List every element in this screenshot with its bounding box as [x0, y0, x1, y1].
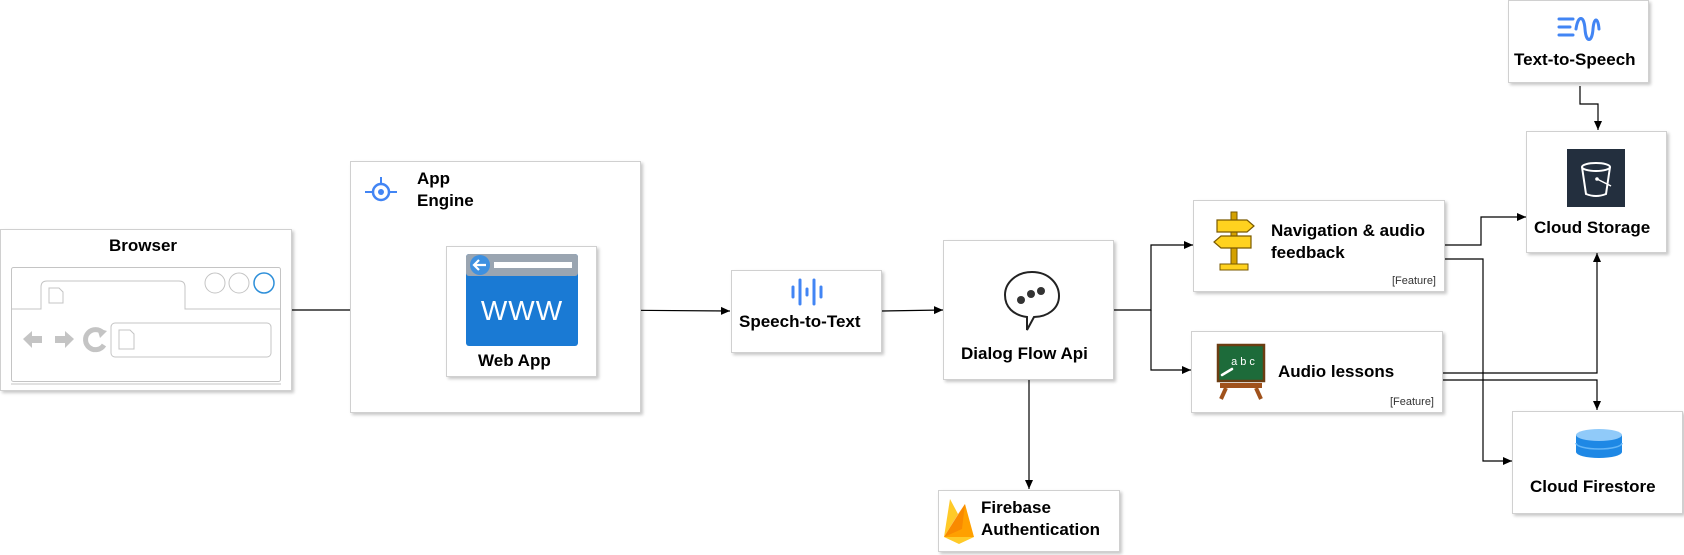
- signpost-icon: [1213, 211, 1255, 271]
- edge-tts-storage: [1579, 86, 1602, 130]
- edge-stt-dialogflow: [881, 306, 944, 315]
- firebase-label-1: Firebase: [981, 498, 1051, 517]
- firebase-icon: [944, 499, 974, 544]
- cloud-storage-label: Cloud Storage: [1534, 218, 1651, 237]
- text-to-speech-node[interactable]: Text-to-Speech: [1508, 0, 1649, 83]
- cloud-storage-node[interactable]: Cloud Storage: [1526, 131, 1667, 253]
- audio-lessons-label: Audio lessons: [1278, 362, 1395, 381]
- web-app-node[interactable]: WWW Web App: [446, 246, 597, 377]
- navigation-feature-tag: [Feature]: [1391, 275, 1436, 287]
- storage-bucket-icon: [1567, 149, 1625, 207]
- app-engine-label-2: Engine: [417, 191, 474, 210]
- app-engine-label-1: App: [417, 169, 451, 188]
- browser-window-icon: [11, 267, 281, 385]
- audio-lessons-feature-tag: [Feature]: [1389, 396, 1434, 408]
- navigation-label-1: Navigation & audio: [1271, 221, 1425, 240]
- speech-waveform-icon: [791, 278, 823, 306]
- audio-lessons-node[interactable]: a b c Audio lessons [Feature]: [1191, 331, 1443, 413]
- navigation-label-2: feedback: [1271, 243, 1345, 262]
- edge-nav-storage: [1445, 213, 1526, 246]
- browser-node[interactable]: Browser: [0, 229, 292, 391]
- edge-dialogflow-nav: [1114, 241, 1193, 311]
- chalkboard-text: a b c: [1231, 356, 1255, 368]
- speech-to-text-label: Speech-to-Text: [739, 312, 861, 331]
- app-engine-icon: [365, 177, 397, 202]
- edge-lessons-storage: [1443, 253, 1601, 374]
- browser-label: Browser: [109, 236, 178, 255]
- cloud-firestore-label: Cloud Firestore: [1530, 477, 1656, 496]
- speech-to-text-node[interactable]: Speech-to-Text: [731, 270, 882, 353]
- text-to-speech-icon: [1557, 17, 1601, 41]
- web-app-label: Web App: [478, 351, 551, 370]
- edge-nav-firestore: [1445, 258, 1512, 465]
- dialog-flow-label: Dialog Flow Api: [961, 344, 1088, 363]
- firebase-auth-node[interactable]: Firebase Authentication: [938, 490, 1120, 552]
- edge-lessons-firestore: [1443, 379, 1601, 410]
- www-text: WWW: [481, 295, 563, 326]
- chat-bubble-icon: [1003, 270, 1061, 331]
- www-icon: WWW: [466, 254, 578, 346]
- edge-dialogflow-lessons: [1150, 310, 1191, 374]
- chalkboard-icon: a b c: [1216, 343, 1266, 400]
- text-to-speech-label: Text-to-Speech: [1514, 50, 1636, 69]
- navigation-feedback-node[interactable]: Navigation & audio feedback [Feature]: [1193, 200, 1445, 292]
- cloud-firestore-node[interactable]: Cloud Firestore: [1512, 411, 1683, 514]
- firebase-label-2: Authentication: [981, 520, 1100, 539]
- database-icon: [1575, 429, 1623, 458]
- dialog-flow-node[interactable]: Dialog Flow Api: [943, 240, 1114, 380]
